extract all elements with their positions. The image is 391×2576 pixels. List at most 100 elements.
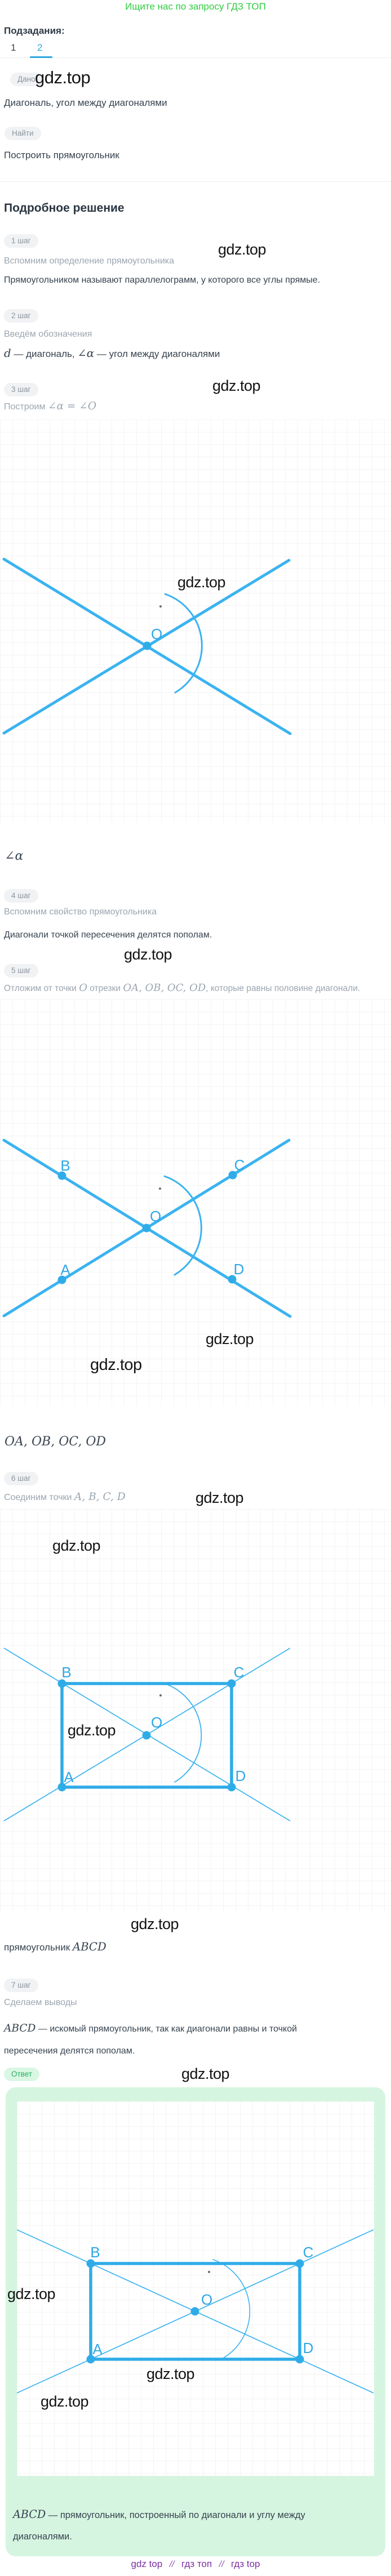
given-badge: Дано <box>10 73 43 86</box>
header: Ищите нас по запросу ГДЗ ТОП <box>0 1 391 12</box>
step7-badge: 7 шаг <box>4 1979 38 1992</box>
point-c-label: C <box>234 1157 245 1173</box>
step3-badge: 3 шаг <box>4 383 38 396</box>
answer-text: ABCD — прямоугольник, построенный по диа… <box>13 2508 305 2542</box>
point-b-label: B <box>60 1157 70 1174</box>
angle-arc <box>163 1175 202 1276</box>
grid-lines <box>17 2101 374 2476</box>
point-o-dot <box>190 2307 199 2316</box>
point-c-dot <box>228 1171 237 1180</box>
point-d-label: D <box>236 1767 246 1784</box>
point-a-label: A <box>60 1261 70 1278</box>
footer: gdz top // гдз топ // гдз top <box>0 2559 391 2570</box>
rectangle-abcd <box>60 1682 233 1789</box>
step7-body: ABCD — искомый прямоугольник, так как ди… <box>4 2023 297 2056</box>
step5-result: OA, OB, OC, OD <box>5 1435 106 1449</box>
step7-hint: Сделаем выводы <box>4 1998 77 2007</box>
point-a-label: A <box>92 2341 103 2358</box>
footer-separator: // <box>219 2560 224 2569</box>
footer-link-gdz-top[interactable]: gdz top <box>131 2559 163 2569</box>
given-text: Диагональ, угол между диагоналями <box>4 97 167 108</box>
tabs-divider <box>0 57 391 58</box>
watermark-text: gdz.top <box>52 1537 100 1554</box>
watermark-text: gdz.top <box>181 2065 230 2082</box>
step1-body: Прямоугольником называют параллелограмм,… <box>4 275 321 285</box>
step1-hint: Вспомним определение прямоугольника <box>4 256 175 266</box>
watermark-text: gdz.top <box>212 377 261 394</box>
step2-badge: 2 шаг <box>4 309 38 323</box>
watermark-text: gdz.top <box>124 946 172 963</box>
solution-title: Подробное решение <box>4 202 125 215</box>
step5-hint: Отложим от точки O отрезки OA, OB, OC, O… <box>4 982 361 994</box>
tab-subtask-2[interactable]: 2 <box>37 42 43 53</box>
point-d-dot <box>227 1783 236 1792</box>
watermark-text: gdz.top <box>218 241 266 258</box>
point-a-dot <box>57 1275 66 1284</box>
answer-badge: Ответ <box>4 2068 39 2081</box>
figure-answer-rectangle: B C A D O <box>17 2101 374 2476</box>
step6-result: прямоугольник ABCD <box>4 1940 106 1953</box>
footer-separator: // <box>169 2560 175 2569</box>
point-c-dot <box>227 1679 236 1688</box>
step2-hint: Введём обозначения <box>4 329 92 339</box>
point-c-label: C <box>234 1664 245 1681</box>
watermark-text: gdz.top <box>68 1722 115 1739</box>
point-a-label: A <box>64 1769 74 1785</box>
point-c-dot <box>295 2259 304 2268</box>
point-d-dot <box>228 1275 237 1284</box>
point-b-label: B <box>90 2244 100 2261</box>
angle-arc <box>212 2259 251 2359</box>
step6-badge: 6 шаг <box>4 1472 38 1485</box>
step6-hint: Соединим точки A, B, C, D <box>4 1491 126 1503</box>
section-divider <box>0 181 391 182</box>
point-d-dot <box>295 2355 304 2364</box>
watermark-text: gdz.top <box>90 1356 142 1374</box>
step3-hint: Построим ∠α = ∠O <box>4 400 97 412</box>
figure-segments-construction: B C A D O gdz.top gdz.top <box>0 999 391 1406</box>
point-o-dot <box>142 1731 151 1740</box>
point-d-label: D <box>234 1261 245 1278</box>
footer-link-gdz-top-mixed[interactable]: гдз top <box>230 2559 260 2569</box>
point-o-dot <box>142 1224 151 1233</box>
angle-arc <box>164 593 203 694</box>
watermark-text: gdz.top <box>177 574 225 591</box>
find-text: Построить прямоугольник <box>4 150 119 160</box>
find-badge: Найти <box>5 127 41 140</box>
point-a-dot <box>86 2355 95 2364</box>
point-o-label: O <box>201 2291 212 2308</box>
tab-subtask-1[interactable]: 1 <box>11 42 16 53</box>
figure-rectangle-construction: B C A D O gdz.top gdz.top <box>0 1509 391 1912</box>
watermark-text: gdz.top <box>196 1489 244 1506</box>
step1-badge: 1 шаг <box>4 234 38 248</box>
figure-angle-construction: O gdz.top <box>0 419 391 823</box>
answer-box: B C A D O gdz.top gdz.top gdz.top ABCD —… <box>6 2087 385 2556</box>
step3-result: ∠α <box>5 849 24 863</box>
active-tab-underline <box>30 56 52 58</box>
watermark-text: gdz.top <box>131 1916 179 1932</box>
compass-mark <box>159 605 162 608</box>
seo-search-link[interactable]: Ищите нас по запросу ГДЗ ТОП <box>125 1 266 12</box>
step4-body: Диагонали точкой пересечения делятся поп… <box>4 930 212 940</box>
point-c-label: C <box>303 2244 314 2261</box>
compass-mark <box>208 2271 210 2273</box>
watermark-text: gdz.top <box>41 2393 89 2410</box>
compass-mark <box>159 1187 161 1190</box>
step5-badge: 5 шаг <box>4 964 38 977</box>
point-b-dot <box>57 1171 66 1180</box>
point-o-dot <box>143 641 152 650</box>
footer-link-gdz-top-ru[interactable]: гдз топ <box>181 2559 212 2569</box>
point-o-label: O <box>151 1714 162 1731</box>
step2-formula: d — диагональ, ∠α — угол между диагоналя… <box>4 347 220 360</box>
point-o-label: O <box>150 1208 161 1225</box>
point-b-label: B <box>61 1664 71 1681</box>
watermark-text: gdz.top <box>206 1331 254 1347</box>
watermark-text: gdz.top <box>35 68 91 87</box>
step4-hint: Вспомним свойство прямоугольника <box>4 907 157 917</box>
point-b-dot <box>86 2259 95 2268</box>
point-o-label: O <box>151 626 162 642</box>
step4-badge: 4 шаг <box>4 889 38 903</box>
rectangle-abcd <box>89 2262 301 2361</box>
point-b-dot <box>57 1679 66 1688</box>
angle-arc <box>164 1683 202 1783</box>
